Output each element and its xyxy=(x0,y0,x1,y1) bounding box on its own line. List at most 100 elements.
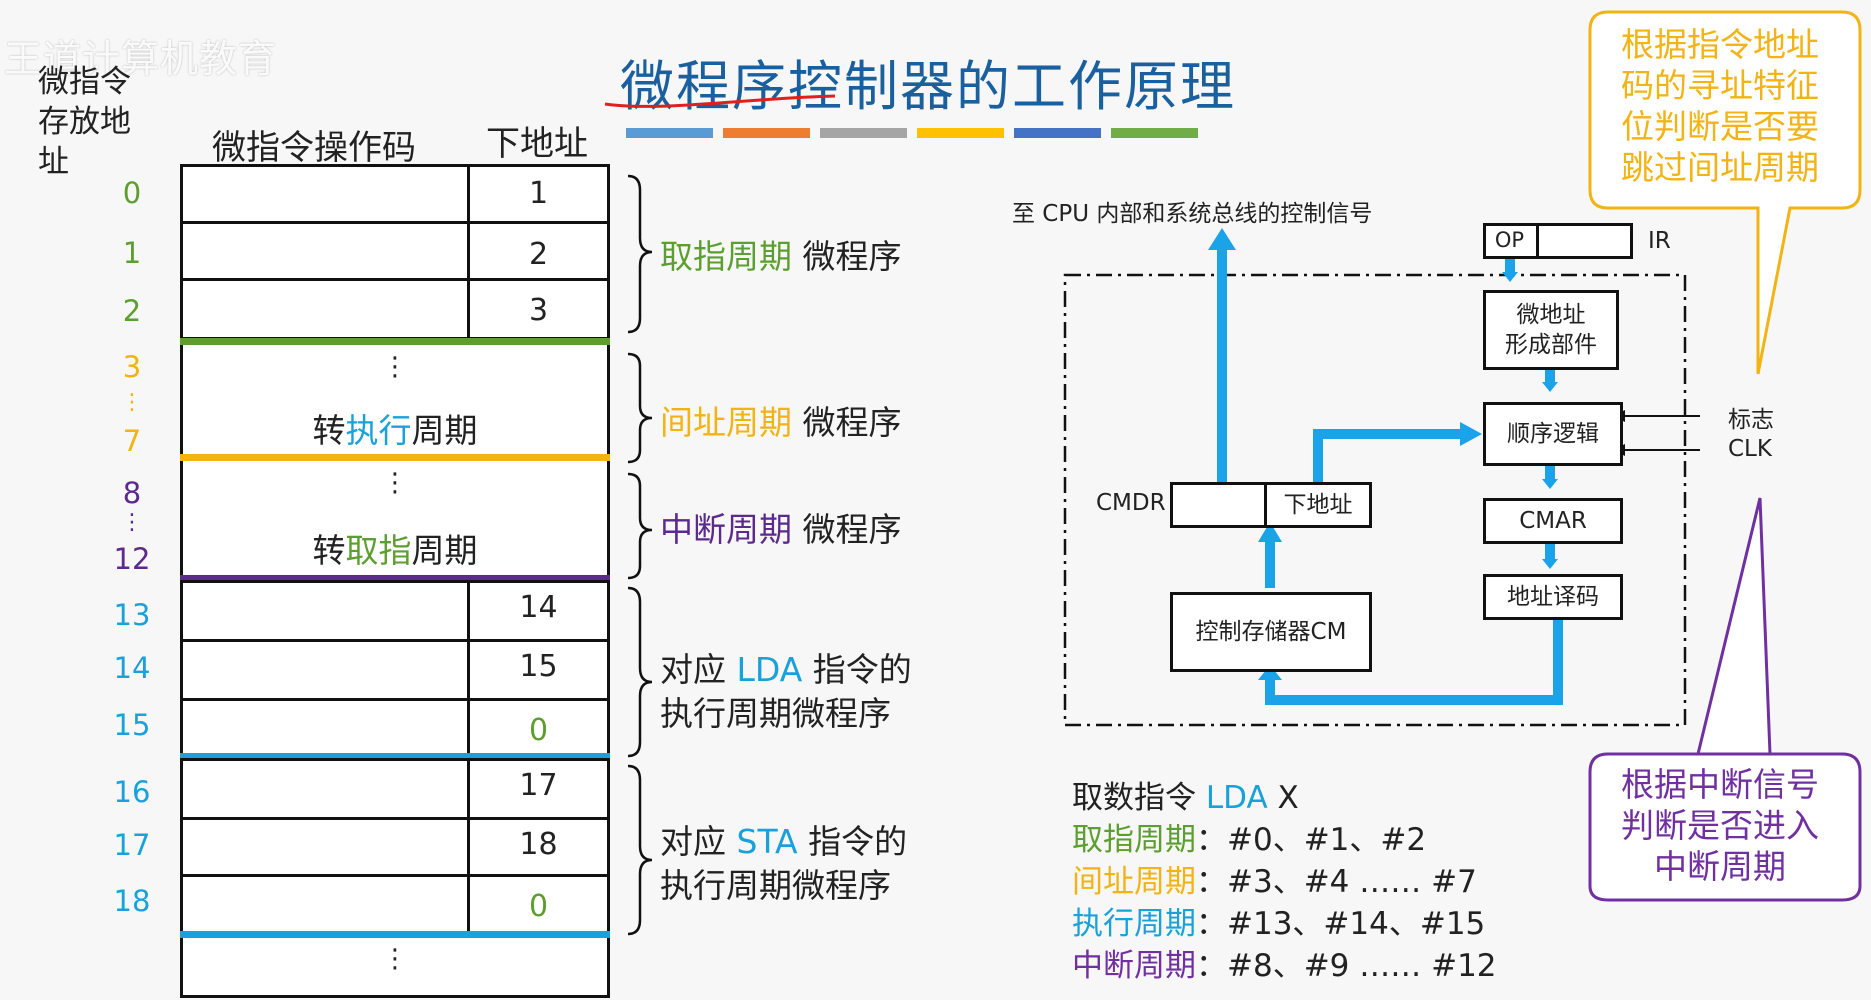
arrow-decoder-to-cm xyxy=(1265,620,1563,705)
clk-label: CLK xyxy=(1728,436,1772,462)
color-bar-4 xyxy=(917,128,1004,138)
opcode-cell-1 xyxy=(180,221,470,281)
next-address-column-header: 下地址 xyxy=(486,124,588,164)
interrupt-jump-text: 转取指周期 xyxy=(180,524,610,572)
interrupt-jump-pre: 转 xyxy=(312,531,346,570)
cmar-register: CMAR xyxy=(1483,498,1623,544)
legend-title-pre: 取数指令 xyxy=(1072,780,1206,816)
ir-register xyxy=(1483,223,1633,259)
address-3: 3 xyxy=(122,350,142,384)
arrowhead-cm xyxy=(1258,665,1282,680)
address-0: 0 xyxy=(122,176,142,210)
sta-label-line1: 对应 STA 指令的 xyxy=(660,820,907,864)
color-bar-6 xyxy=(1111,128,1198,138)
next-address-cell-15: 0 xyxy=(467,698,610,758)
opcode-cell-16 xyxy=(180,758,470,820)
lda-label-pre: 对应 xyxy=(660,650,737,689)
legend-fetch-value: ：#0、#1、#2 xyxy=(1196,822,1427,858)
interrupt-dots: ⋮ xyxy=(382,468,408,498)
next-address-cell-18: 0 xyxy=(467,874,610,936)
fetch-brace xyxy=(627,174,653,334)
top-callout-bubble xyxy=(1588,10,1862,375)
address-18: 18 xyxy=(113,884,151,918)
opcode-cell-18 xyxy=(180,874,470,936)
legend-fetch-label: 取指周期 xyxy=(1072,822,1196,858)
fetch-label: 取指周期 微程序 xyxy=(660,230,902,278)
next-address-cell-17: 18 xyxy=(467,817,610,877)
address-2: 2 xyxy=(122,294,142,328)
indirect-label-colored: 间址周期 xyxy=(660,403,792,442)
braces xyxy=(627,174,653,936)
page-title: 微程序控制器的工作原理 xyxy=(620,55,1236,118)
indirect-jump-text: 转执行周期 xyxy=(180,404,610,452)
legend-title-highlight: LDA xyxy=(1205,780,1268,816)
sta-brace xyxy=(627,764,653,936)
legend-title-post: X xyxy=(1267,780,1299,816)
watermark: 王道计算机教育 xyxy=(4,37,278,81)
arrowhead-seq-in xyxy=(1542,382,1558,392)
legend-interrupt-label: 中断周期 xyxy=(1072,948,1196,984)
opcode-column-header: 微指令操作码 xyxy=(212,128,416,168)
address-7: 7 xyxy=(122,424,142,458)
controller-boundary xyxy=(1063,273,1687,727)
sta-label-highlight: STA xyxy=(736,822,798,861)
arrow-cmdr-to-seq xyxy=(1313,429,1463,482)
address-16: 16 xyxy=(113,775,151,809)
lda-label-line2: 执行周期微程序 xyxy=(660,694,891,733)
fetch-label-rest: 微程序 xyxy=(792,237,902,276)
color-bar-2 xyxy=(723,128,810,138)
legend-title: 取数指令 LDA X xyxy=(1072,772,1299,817)
interrupt-brace xyxy=(627,472,653,580)
arrowhead-seq xyxy=(1460,422,1482,446)
top-callout-line4: 跳过间址周期 xyxy=(1621,148,1819,187)
interrupt-jump-highlight: 取指 xyxy=(345,531,412,570)
legend-indirect-label: 间址周期 xyxy=(1072,864,1196,900)
datapath-svg xyxy=(1063,228,1700,727)
sta-label: 对应 STA 指令的 执行周期微程序 xyxy=(660,820,907,908)
address-8-12-dots: ⋮ xyxy=(121,510,143,535)
indirect-jump-highlight: 执行 xyxy=(345,411,412,450)
next-address-cell-14: 15 xyxy=(467,639,610,701)
micro-address-generator-line1: 微地址 xyxy=(1516,302,1586,328)
color-bar-5 xyxy=(1014,128,1101,138)
opcode-cell-13 xyxy=(180,580,470,642)
address-3-7-dots: ⋮ xyxy=(121,390,143,415)
address-header-line3: 址 xyxy=(38,144,69,180)
opcode-cell-0 xyxy=(180,164,470,224)
legend-interrupt-value: ：#8、#9 …… #12 xyxy=(1196,948,1497,984)
lda-label-line1: 对应 LDA 指令的 xyxy=(660,648,912,692)
next-address-cell-0: 1 xyxy=(467,164,610,224)
bottom-callout-bubble xyxy=(1588,497,1862,902)
title-underline xyxy=(604,94,836,108)
sta-label-line2: 执行周期微程序 xyxy=(660,866,891,905)
top-callout-line2: 码的寻址特征 xyxy=(1621,66,1819,105)
top-callout-line3: 位判断是否要 xyxy=(1621,107,1819,146)
interrupt-label-colored: 中断周期 xyxy=(660,510,792,549)
legend-fetch: 取指周期：#0、#1、#2 xyxy=(1072,814,1426,859)
indirect-label: 间址周期 微程序 xyxy=(660,396,902,444)
indirect-label-rest: 微程序 xyxy=(792,403,902,442)
fetch-label-colored: 取指周期 xyxy=(660,237,792,276)
indirect-jump-pre: 转 xyxy=(312,411,346,450)
legend-execute-value: ：#13、#14、#15 xyxy=(1196,906,1486,942)
cmdr-label: CMDR xyxy=(1096,490,1166,516)
address-header-line1: 微指令 xyxy=(38,64,131,100)
next-address-cell-2: 3 xyxy=(467,278,610,340)
interrupt-jump-post: 周期 xyxy=(411,531,478,570)
opcode-cell-2 xyxy=(180,278,470,340)
sta-label-post: 指令的 xyxy=(797,822,908,861)
control-memory: 控制存储器CM xyxy=(1170,592,1372,672)
lda-label-post: 指令的 xyxy=(802,650,912,689)
indirect-jump-post: 周期 xyxy=(411,411,478,450)
interrupt-label-rest: 微程序 xyxy=(792,510,902,549)
bottom-callout-line1: 根据中断信号 xyxy=(1621,765,1819,804)
arrowhead-signals xyxy=(1208,228,1236,250)
title-color-bars xyxy=(626,128,1198,138)
indirect-brace xyxy=(627,352,653,464)
address-1: 1 xyxy=(122,236,142,270)
opcode-cell-17 xyxy=(180,817,470,877)
lda-brace xyxy=(627,586,653,758)
legend-indirect-value: ：#3、#4 …… #7 xyxy=(1196,864,1477,900)
interrupt-label: 中断周期 微程序 xyxy=(660,503,902,551)
legend-execute-label: 执行周期 xyxy=(1072,906,1196,942)
